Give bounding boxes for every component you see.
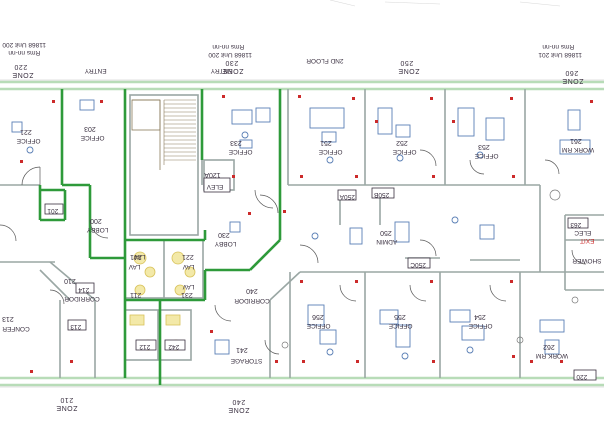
room-name: WORK RM	[562, 146, 594, 153]
room-number: 221	[20, 128, 32, 135]
furniture	[11, 99, 591, 360]
room-name: OFFICE	[80, 134, 104, 141]
room-number: 262	[543, 343, 555, 350]
zone-labels-top: 220 ZONE 230 ZONE 250 ZONE 260 ZONE	[12, 59, 583, 84]
stair-landing	[131, 99, 161, 170]
outer-walls	[0, 80, 604, 387]
room-name: OFFICE	[318, 148, 342, 155]
zone-label: ZONE	[56, 404, 77, 411]
room-name: WORK RM	[536, 352, 568, 359]
scan-edge-marks	[329, 0, 561, 7]
zone-labels-bottom: 210 ZONE 240 ZONE	[56, 396, 249, 413]
header-labels: 11868 Unit 200 Rms nn-nn ENTRY ENTRY 118…	[2, 41, 582, 74]
room-number: 250	[380, 229, 392, 236]
room-number: 203	[84, 125, 96, 132]
room-tags: 201 250A 250B 250C 212 242 213 263 214 2…	[47, 191, 587, 380]
unit-label-right: 11868 Unit 201	[538, 51, 582, 58]
room-name: STORAGE	[230, 357, 262, 364]
room-number: 254	[474, 313, 486, 320]
room-name: LAV	[133, 253, 145, 260]
room-name: OFFICE	[474, 152, 498, 159]
room-tag: 220	[576, 373, 587, 380]
room-tag: 263	[570, 221, 581, 228]
room-name: OFFICE	[388, 322, 412, 329]
outlet-marks	[20, 95, 593, 373]
unit-label-left: 11868 Unit 200	[2, 41, 46, 48]
room-name: SHOWER	[572, 257, 602, 264]
room-number: 255	[394, 313, 406, 320]
zone-label: ZONE	[398, 67, 419, 74]
room-number: 252	[396, 139, 408, 146]
room-name: CORRIDOR	[234, 297, 270, 304]
room-labels: 221 OFFICE 203 OFFICE 233 OFFICE 251 OFF…	[2, 125, 602, 364]
room-number: 210	[64, 277, 76, 284]
outer-wall-ticks	[0, 79, 604, 388]
room-name: OFFICE	[392, 148, 416, 155]
room-name: ADMIN	[376, 238, 397, 245]
room-number: 241	[236, 346, 248, 353]
room-number: 221	[182, 253, 194, 260]
room-number: 120A	[204, 171, 221, 178]
rms-label-right: Rms nn-nn	[542, 43, 574, 50]
room-name: LAV	[182, 283, 194, 290]
zone-label: ZONE	[228, 406, 249, 413]
rms-label-left: Rms nn-nn	[8, 49, 40, 56]
room-name: LOBBY	[214, 240, 236, 247]
room-tag-boxes	[44, 177, 597, 381]
room-tag: 214	[78, 286, 89, 293]
room-tag: 250C	[410, 261, 426, 268]
room-name: ELEV	[206, 183, 223, 190]
floor-label: 2ND FLOOR	[306, 57, 344, 64]
room-number: 230	[218, 231, 230, 238]
room-name: OFFICE	[16, 137, 40, 144]
room-tag: 201	[47, 207, 58, 214]
room-name: CORRIDOR	[64, 295, 100, 302]
room-number: 253	[478, 143, 490, 150]
zone-label: ZONE	[12, 71, 33, 78]
room-name: OFFICE	[468, 322, 492, 329]
room-number: 233	[230, 139, 242, 146]
door-swings	[0, 149, 587, 355]
room-name: LOBBY	[86, 226, 108, 233]
entry-label-mid: ENTRY	[210, 67, 233, 74]
fixture-circles	[281, 189, 579, 349]
entry-label-left: ENTRY	[84, 67, 107, 74]
stair-treads	[163, 99, 196, 165]
room-name: LAV	[182, 263, 194, 270]
rms-label-mid: Rms nn-nn	[212, 43, 244, 50]
zone-label: 210	[60, 396, 73, 403]
room-name: LAV	[128, 263, 140, 270]
unit-label-mid: 11868 Unit 200	[208, 51, 252, 58]
zone-label: ZONE	[562, 77, 583, 84]
room-number: 231	[181, 291, 193, 298]
room-name: OFFICE	[306, 322, 330, 329]
zone-label: 220	[14, 63, 27, 70]
room-number: 241	[130, 253, 142, 260]
room-tag: 213	[70, 323, 81, 330]
room-tag: 250A	[339, 193, 355, 200]
room-name: ELEC	[574, 229, 591, 236]
room-name: CONFER	[2, 325, 30, 332]
room-tag: 242	[168, 343, 179, 350]
zone-label: 260	[565, 69, 578, 76]
room-number: 240	[246, 287, 258, 294]
room-number: 256	[312, 313, 324, 320]
room-number: 200	[90, 217, 102, 224]
zone-label: ZONE	[222, 67, 243, 74]
room-number: 261	[570, 137, 582, 144]
zone-label: 250	[400, 59, 413, 66]
room-number: 213	[2, 315, 14, 322]
zone-label: 240	[232, 398, 245, 405]
zone-label: 230	[225, 59, 238, 66]
room-tag: 250B	[374, 191, 389, 198]
room-number: 251	[320, 139, 332, 146]
room-name: OFFICE	[228, 148, 252, 155]
room-number: 211	[130, 291, 141, 298]
room-tag: 212	[139, 343, 150, 350]
exit-label: EXIT	[580, 237, 594, 244]
